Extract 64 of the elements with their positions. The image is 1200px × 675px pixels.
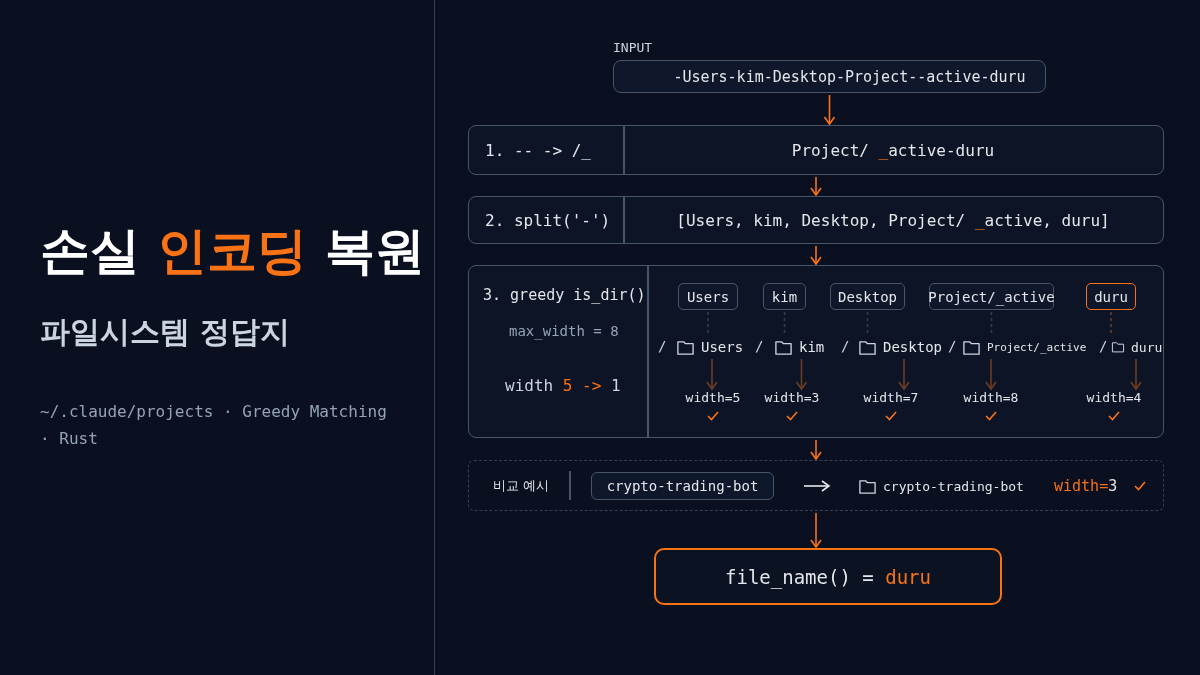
folder-name: Desktop bbox=[883, 339, 942, 355]
step-result: [Users, kim, Desktop, Project/ _active, duru] bbox=[676, 210, 1110, 230]
input-heading: INPUT bbox=[613, 40, 653, 55]
arrow bbox=[810, 439, 822, 460]
path-separator: / bbox=[755, 338, 764, 354]
token-box bbox=[763, 283, 806, 310]
arrow bbox=[795, 358, 808, 390]
width-change-text: width 5 -> 1 bbox=[505, 376, 621, 395]
connector-line bbox=[990, 311, 993, 336]
step-label: 1. -- -> /_ bbox=[485, 140, 591, 160]
subtitle: 파일시스템 정답지 bbox=[40, 313, 291, 351]
width-value: width=8 bbox=[962, 390, 1020, 405]
token-text: Desktop bbox=[838, 288, 897, 305]
connector-line bbox=[707, 311, 709, 336]
token-box bbox=[929, 283, 1054, 310]
step-result: Project/ _active-duru bbox=[791, 140, 995, 160]
token-box bbox=[678, 283, 738, 310]
path-separator: / bbox=[948, 338, 957, 354]
arrow bbox=[810, 176, 822, 196]
step-box bbox=[468, 125, 1164, 175]
arrow bbox=[810, 245, 822, 265]
folder-name: Users bbox=[701, 339, 744, 355]
connector-line bbox=[783, 311, 786, 336]
panel-label: 비교 예시 bbox=[493, 476, 550, 495]
arrow bbox=[706, 358, 718, 390]
path-separator: / bbox=[841, 338, 850, 354]
token-text: Users bbox=[686, 288, 730, 305]
width-value: width=4 bbox=[1085, 390, 1143, 405]
arrow bbox=[898, 358, 910, 390]
step-label: 3. greedy is_dir() bbox=[483, 286, 646, 304]
folder-name: Project/_active bbox=[987, 340, 1087, 354]
name-box bbox=[591, 472, 774, 500]
arrow bbox=[823, 94, 836, 125]
folder-name: duru bbox=[1131, 339, 1163, 355]
title: 손실 인코딩 복원 bbox=[40, 221, 425, 282]
step-label: 2. split('-') bbox=[485, 210, 611, 230]
token-text: Project/_active bbox=[928, 288, 1055, 305]
token-box bbox=[1086, 283, 1136, 310]
parameter-text: max_width = 8 bbox=[509, 323, 619, 339]
path-separator: / bbox=[658, 338, 667, 354]
tag-line: ~/.claude/projects · Greedy Matching · Rust bbox=[40, 401, 388, 450]
folder-name: kim bbox=[799, 339, 825, 355]
step-box bbox=[468, 196, 1164, 244]
input-string: -Users-kim-Desktop-Project--active-duru bbox=[672, 67, 1026, 86]
width-value: width=5 bbox=[684, 390, 742, 405]
result-text: file_name() = duru bbox=[725, 565, 931, 588]
folder-name: crypto-trading-bot bbox=[883, 478, 1024, 494]
width-value: width=7 bbox=[862, 390, 920, 405]
width-value: width=3 bbox=[1054, 476, 1118, 495]
arrow bbox=[985, 358, 997, 390]
result-box bbox=[654, 548, 1002, 605]
arrow bbox=[803, 480, 830, 492]
connector-line bbox=[866, 311, 869, 336]
path-separator: / bbox=[1099, 338, 1108, 354]
connector-line bbox=[1110, 311, 1112, 336]
width-value: width=3 bbox=[763, 390, 821, 405]
arrow bbox=[1130, 358, 1142, 390]
token-box bbox=[830, 283, 905, 310]
token-text: duru bbox=[1094, 288, 1128, 305]
arrow bbox=[810, 512, 822, 548]
token-text: kim bbox=[771, 288, 798, 305]
comparison-panel bbox=[468, 460, 1164, 511]
step-box bbox=[468, 265, 1164, 438]
name-text: crypto-trading-bot bbox=[606, 478, 759, 494]
